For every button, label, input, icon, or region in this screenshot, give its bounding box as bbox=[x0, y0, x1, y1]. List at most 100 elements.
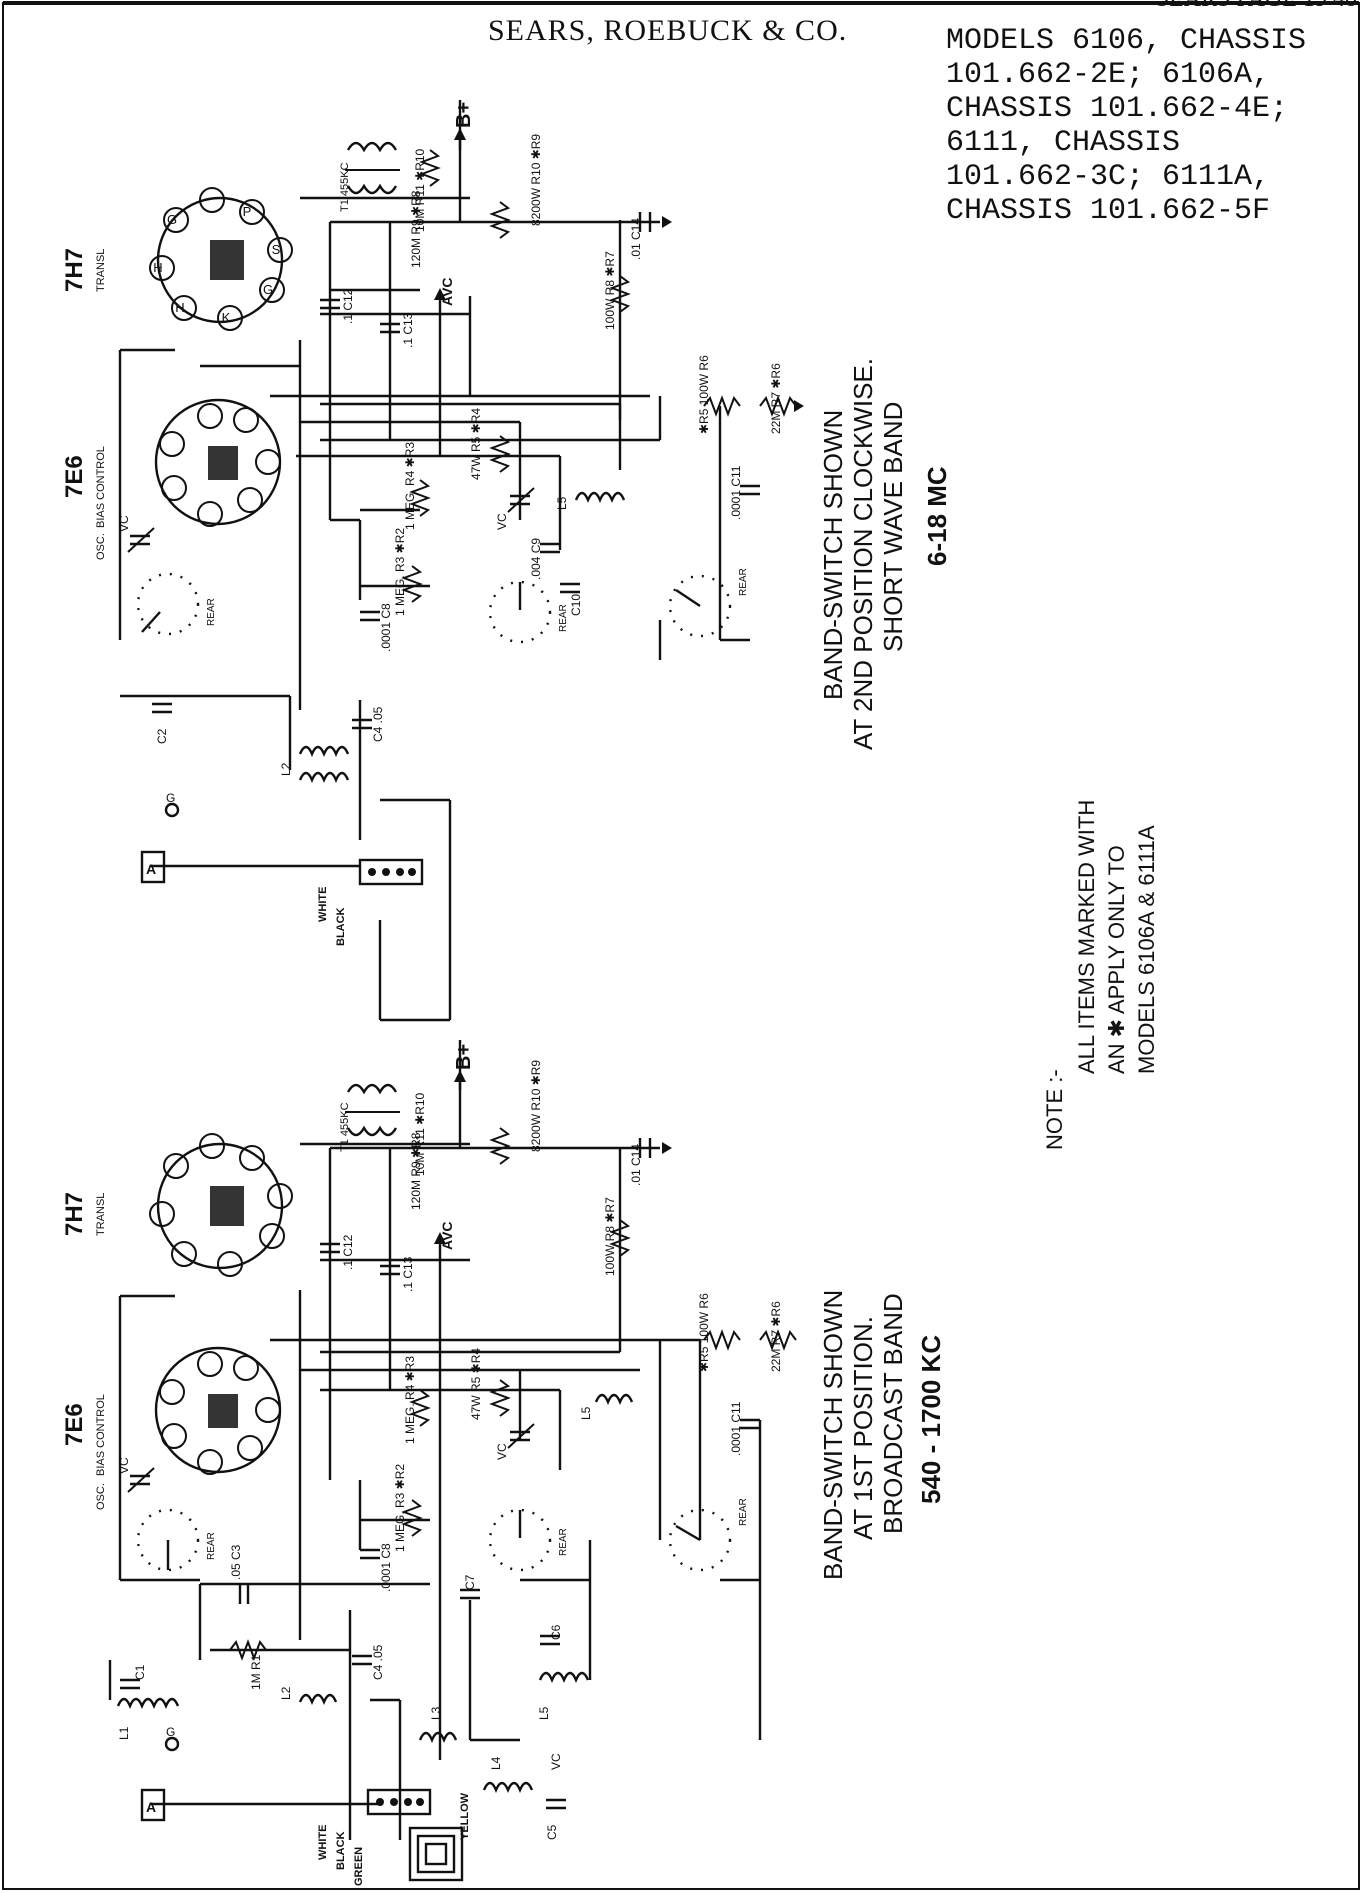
wire-yellow-label: YELLOW bbox=[459, 1792, 471, 1840]
r8-label: 100W R8 ✱R7 bbox=[603, 251, 617, 330]
gnd-label: G bbox=[166, 791, 175, 805]
band-switch-rf-upper: REAR bbox=[668, 568, 749, 638]
ant-label: A bbox=[146, 861, 156, 877]
c8-label: .0001 C8 bbox=[379, 1543, 393, 1592]
l5-label: L5 bbox=[555, 496, 569, 510]
c12-label: .1 C12 bbox=[341, 288, 355, 324]
tube-type-label: 7E6 bbox=[61, 1403, 88, 1446]
caption-line: AT 2ND POSITION CLOCKWISE. bbox=[848, 358, 878, 750]
r9-label: 120M R9 ✱R8 bbox=[409, 1132, 423, 1210]
tube-type-label: 7E6 bbox=[61, 455, 88, 498]
tube-role-label: TRANSL bbox=[95, 249, 107, 292]
caption-line: 540 - 1700 KC bbox=[916, 1335, 946, 1504]
t1-label: T1 455KC bbox=[339, 162, 351, 212]
note-block: NOTE :- ALL ITEMS MARKED WITH AN ✱ APPLY… bbox=[1042, 800, 1159, 1150]
c9-label: .004 C9 bbox=[529, 538, 543, 580]
tube-role-label: BIAS CONTROL bbox=[95, 1394, 107, 1476]
caption-line: BROADCAST BAND bbox=[878, 1293, 908, 1534]
l5-label: L5 bbox=[579, 1406, 593, 1420]
r4-label: 1 MEG. R4 ✱R3 bbox=[403, 442, 417, 530]
upper-diagram: P S G K H H G 7H7 TRANSL 7E6 BIAS CONTRO… bbox=[61, 100, 952, 1022]
pin-label: H bbox=[175, 300, 184, 315]
rear-label: REAR bbox=[206, 598, 217, 626]
lower-diagram: 7H7 TRANSL 7E6 BIAS CONTROL OSC. bbox=[61, 1040, 946, 1886]
tube-role-label: BIAS CONTROL bbox=[95, 446, 107, 528]
r9-label: 120M R9 ✱R8 bbox=[409, 190, 423, 268]
transformer-t1-lower: T1 455KC bbox=[339, 1083, 400, 1152]
note-line: AN ✱ APPLY ONLY TO bbox=[1104, 845, 1129, 1074]
c11-label: .0001 C11 bbox=[729, 465, 743, 520]
t1-label: T1 455KC bbox=[339, 1102, 351, 1152]
wire-white-label: WHITE bbox=[317, 887, 329, 922]
rear-label: REAR bbox=[738, 1498, 749, 1526]
lower-caption: BAND-SWITCH SHOWN AT 1ST POSITION. BROAD… bbox=[818, 1290, 946, 1580]
caption-line: AT 1ST POSITION. bbox=[848, 1316, 878, 1540]
models-line: MODELS 6106, CHASSIS bbox=[946, 24, 1307, 58]
l2-label: L2 bbox=[279, 762, 293, 776]
note-line: MODELS 6106A & 6111A bbox=[1134, 825, 1159, 1074]
band-switch-ant-lower: REAR bbox=[488, 1508, 569, 1572]
r7-label: 22M R7 ✱R6 bbox=[769, 363, 783, 434]
wire-green-label: GREEN bbox=[353, 1847, 365, 1886]
models-block: MODELS 6106, CHASSIS 101.662-2E; 6106A, … bbox=[946, 24, 1306, 228]
r5-label: 47W R5 ✱R4 bbox=[469, 408, 483, 480]
vc-label: VC bbox=[495, 513, 509, 530]
c4-label: C4 .05 bbox=[371, 1644, 385, 1680]
tube-role-label: TRANSL bbox=[95, 1193, 107, 1236]
ground-terminal bbox=[164, 1736, 180, 1752]
c14-label: .01 C14 bbox=[629, 218, 643, 260]
r6-label: ✱R5 100W R6 bbox=[697, 1293, 711, 1372]
c5-label: C5 bbox=[545, 1824, 559, 1840]
c13-label: .1 C13 bbox=[401, 1256, 415, 1292]
r3-label: 1 MEG. R3 ✱R2 bbox=[393, 528, 407, 616]
caption-line: BAND-SWITCH SHOWN bbox=[818, 410, 848, 700]
pin-label: K bbox=[222, 310, 231, 325]
osc-label: OSC. bbox=[95, 533, 107, 560]
c4-label: C4 .05 bbox=[371, 706, 385, 742]
upper-caption: BAND-SWITCH SHOWN AT 2ND POSITION CLOCKW… bbox=[818, 358, 952, 750]
b-plus-label: B+ bbox=[453, 102, 475, 128]
tube-7e6-upper bbox=[154, 398, 282, 527]
wire-black-label: BLACK bbox=[335, 1831, 347, 1870]
r10-label: 8200W R10 ✱R9 bbox=[529, 1060, 543, 1152]
r11-label: 10M R11 ✱R10 bbox=[413, 1092, 427, 1176]
note-title: NOTE :- bbox=[1042, 1069, 1067, 1150]
r3-label: 1 MEG. R3 ✱R2 bbox=[393, 1464, 407, 1552]
pin-label: S bbox=[272, 242, 281, 257]
l2-label: L2 bbox=[279, 1686, 293, 1700]
c10-label: C10 bbox=[569, 594, 583, 616]
antenna-terminal bbox=[140, 850, 166, 884]
antenna-terminal bbox=[140, 1788, 166, 1822]
c6-label: C6 bbox=[549, 1624, 563, 1640]
rear-label: REAR bbox=[558, 1528, 569, 1556]
models-line: 6111, CHASSIS bbox=[946, 126, 1181, 160]
transformer-t1-upper: T1 455KC bbox=[339, 141, 400, 212]
publisher-name: SEARS, ROEBUCK & CO. bbox=[488, 14, 848, 47]
models-line: 101.662-3C; 6111A, bbox=[946, 160, 1271, 194]
c2-label: C2 bbox=[155, 728, 169, 744]
tube-7h7-upper: P S G K H H G bbox=[149, 187, 293, 331]
caption-line: BAND-SWITCH SHOWN bbox=[818, 1290, 848, 1580]
r6-label: ✱R5 100W R6 bbox=[697, 355, 711, 434]
c3-label: .05 C3 bbox=[229, 1544, 243, 1580]
c12-label: .1 C12 bbox=[341, 1234, 355, 1270]
gnd-label: G bbox=[166, 1725, 175, 1739]
c7-label: C7 bbox=[463, 1574, 477, 1590]
band-switch-osc-lower: REAR bbox=[136, 1508, 217, 1572]
c13-label: .1 C13 bbox=[401, 312, 415, 348]
loop-antenna bbox=[408, 1826, 464, 1882]
tube-type-label: 7H7 bbox=[61, 248, 88, 292]
rear-label: REAR bbox=[206, 1532, 217, 1560]
osc-label: OSC. bbox=[95, 1483, 107, 1510]
r10-label: 8200W R10 ✱R9 bbox=[529, 134, 543, 226]
c1-label: C1 bbox=[133, 1664, 147, 1680]
r1-label: 1M R1 bbox=[249, 1654, 263, 1690]
wire-white-label: WHITE bbox=[317, 1825, 329, 1860]
ant-label: A bbox=[146, 1799, 156, 1815]
l1-label: L1 bbox=[117, 1726, 131, 1740]
r5-label: 47W R5 ✱R4 bbox=[469, 1348, 483, 1420]
r4-label: 1 MEG. R4 ✱R3 bbox=[403, 1356, 417, 1444]
models-line: CHASSIS 101.662-4E; bbox=[946, 92, 1289, 126]
r11-label: 10M R11 ✱R10 bbox=[413, 148, 427, 232]
